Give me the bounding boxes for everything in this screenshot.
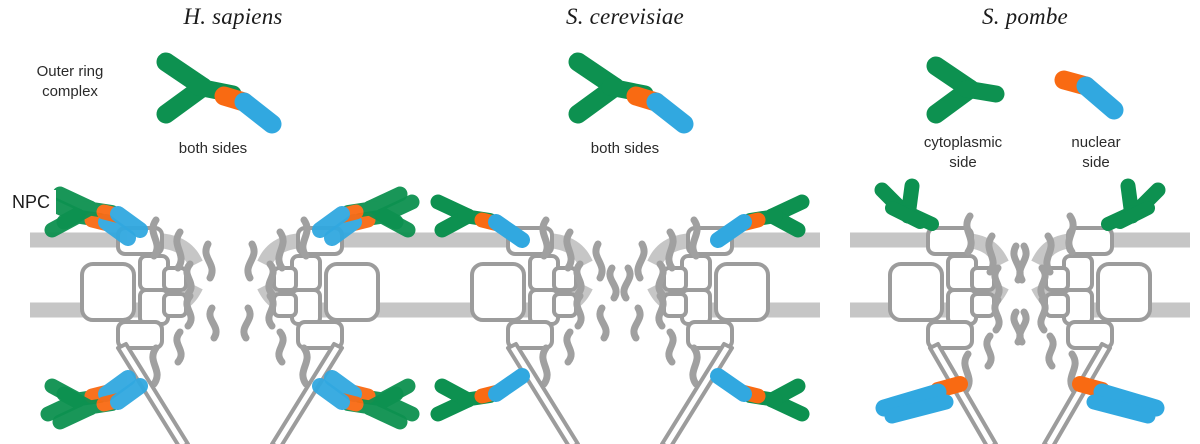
fg-repeat-filaments: [149, 216, 311, 388]
y-complex-cytoplasmic-left: [40, 186, 148, 246]
row-label-line2: complex: [42, 82, 98, 100]
outer-scaffold-block: [470, 262, 526, 322]
legend-label-line2: side: [1082, 153, 1110, 171]
spoke-block-upper: [662, 266, 688, 292]
y-complex-nuclear-right: [710, 368, 810, 422]
spoke-block-lower: [272, 292, 298, 318]
fg-repeat-filaments: [539, 216, 701, 388]
legend-label-line1: cytoplasmic: [923, 134, 1003, 151]
rod-blue: [234, 92, 282, 134]
legend-icon-s-cerevisiae-y-complex: [560, 52, 694, 134]
nuclear-ring-block: [926, 320, 974, 350]
legend-label-line2: side: [949, 153, 977, 171]
spoke-block-upper: [552, 266, 578, 292]
rod-nuclear-left-orange-blue: [875, 376, 968, 424]
npc-scaffold-right: [1044, 226, 1152, 350]
y-complex-cytoplasmic-left: [430, 194, 530, 248]
row-label-line1: Outer ring: [36, 63, 104, 80]
nuclear-ring-block: [1066, 320, 1114, 350]
y-complex-cytoplasmic-right: [710, 194, 810, 248]
legend-label-s-pombe-nuclear: nuclear side: [1038, 133, 1154, 173]
outer-scaffold-block: [324, 262, 380, 322]
legend-label-h-sapiens-arrangement: both sides: [178, 140, 248, 157]
y-stem: [957, 80, 1005, 103]
row-label-npc: NPC: [6, 190, 57, 215]
outer-scaffold-block: [1096, 262, 1152, 322]
fg-repeat-filaments: [961, 212, 1079, 394]
spoke-block-lower: [552, 292, 578, 318]
npc-scaffold-right: [662, 226, 770, 350]
spoke-block-lower: [162, 292, 188, 318]
spoke-block-upper: [162, 266, 188, 292]
legend-icon-h-sapiens-y-complex: [148, 52, 282, 134]
npc-diagram-s-pombe: [820, 172, 1200, 444]
row-label-outer-ring-complex: Outer ring complex: [6, 62, 134, 102]
column-title-s-pombe: S. pombe: [982, 4, 1068, 29]
y-complex-nuclear-left: [40, 370, 148, 430]
spoke-block-lower: [1044, 292, 1070, 318]
y-complex-nuclear-right: [312, 370, 420, 430]
nuclear-ring-block: [296, 320, 344, 350]
legend-icon-s-pombe-nuclear-rod: [1052, 58, 1134, 122]
outer-scaffold-block: [888, 262, 944, 322]
spoke-block-lower: [662, 292, 688, 318]
nuclear-basket-filaments: [116, 342, 344, 444]
spoke-block-lower: [970, 292, 996, 318]
spoke-block-upper: [272, 266, 298, 292]
rod-nuclear-right-orange-blue: [1072, 376, 1165, 424]
legend-label-s-cerevisiae-arrangement: both sides: [590, 140, 660, 157]
y-complex-nuclear-left: [430, 368, 530, 422]
npc-diagram-s-cerevisiae: [420, 172, 820, 444]
legend-icon-s-pombe-cytoplasmic-y-complex: [922, 56, 1006, 126]
legend-label-line1: nuclear: [1071, 134, 1121, 151]
legend-label-s-pombe-cytoplasmic: cytoplasmic side: [900, 133, 1026, 173]
y-complex-cytoplasmic-right-green: [1101, 178, 1166, 231]
y-complex-cytoplasmic-right: [312, 186, 420, 246]
npc-diagram-h-sapiens: [30, 172, 430, 444]
rod-blue: [1076, 76, 1124, 120]
column-title-h-sapiens: H. sapiens: [183, 4, 283, 29]
nuclear-basket-filaments: [928, 342, 1112, 444]
y-complex-cytoplasmic-left-green: [874, 178, 939, 231]
column-title-s-cerevisiae: S. cerevisiae: [566, 4, 684, 29]
nuclear-ring-block: [116, 320, 164, 350]
outer-scaffold-block: [714, 262, 770, 322]
npc-scaffold-left: [888, 226, 996, 350]
outer-scaffold-block: [80, 262, 136, 322]
nuclear-ring-block: [506, 320, 554, 350]
rod-blue: [646, 92, 694, 134]
nuclear-ring-block: [686, 320, 734, 350]
